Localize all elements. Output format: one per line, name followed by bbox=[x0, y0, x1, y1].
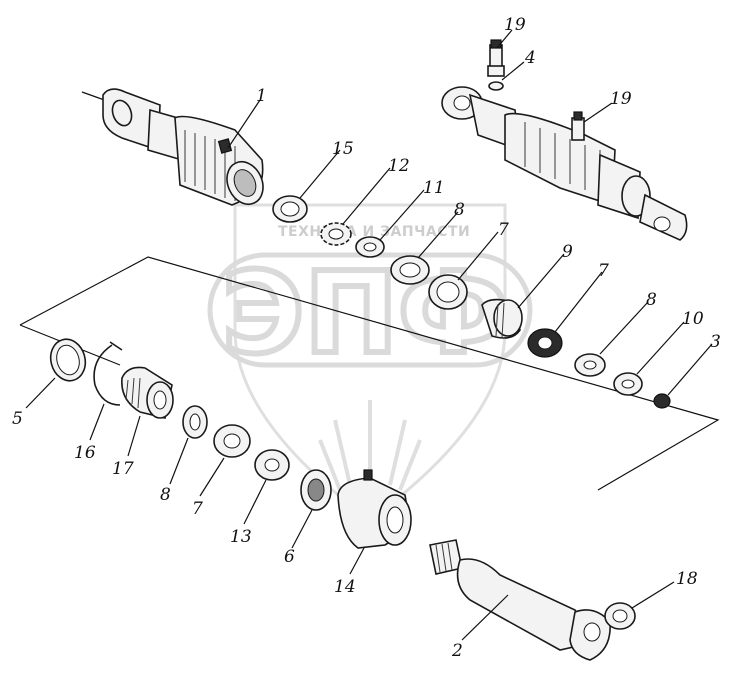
seal-part-6 bbox=[300, 469, 332, 511]
retaining-ring-part-16 bbox=[93, 341, 123, 406]
callout-2: 2 bbox=[451, 641, 463, 661]
callout-13: 13 bbox=[230, 527, 252, 547]
callout-14: 14 bbox=[334, 577, 356, 597]
callout-18: 18 bbox=[676, 569, 698, 589]
callout-12: 12 bbox=[388, 156, 410, 176]
callout-5: 5 bbox=[12, 409, 23, 429]
callout-6: 6 bbox=[284, 547, 295, 567]
ring-part-7-upper bbox=[428, 274, 468, 310]
gland-part-17 bbox=[121, 366, 174, 419]
callout-1: 1 bbox=[256, 86, 267, 106]
ring-part-18 bbox=[604, 602, 636, 630]
callout-8-right: 8 bbox=[646, 290, 657, 310]
washer-part-11 bbox=[355, 236, 385, 258]
assembled-cylinder-view bbox=[441, 39, 688, 241]
clamp-part-14 bbox=[337, 469, 412, 549]
watermark-logo: ЭПФ ТЕХНИКА И ЗАПЧАСТИ bbox=[207, 203, 533, 522]
seal-part-8-lower bbox=[182, 405, 208, 439]
callout-7-upper: 7 bbox=[498, 220, 509, 240]
ring-part-5 bbox=[49, 338, 87, 382]
callout-11: 11 bbox=[423, 178, 445, 198]
callout-19-side: 19 bbox=[610, 89, 632, 109]
callout-9: 9 bbox=[562, 242, 573, 262]
washer-part-8-right bbox=[574, 353, 606, 377]
callout-15: 15 bbox=[332, 139, 354, 159]
callout-4: 4 bbox=[524, 48, 536, 68]
callout-3: 3 bbox=[710, 332, 721, 352]
callout-19-top: 19 bbox=[504, 15, 526, 35]
watermark-letters: ЭПФ bbox=[222, 249, 509, 379]
callout-17: 17 bbox=[112, 459, 134, 479]
piston-part-9 bbox=[481, 298, 523, 339]
cylinder-body-part-1 bbox=[81, 88, 264, 206]
callout-10: 10 bbox=[682, 309, 704, 329]
callout-leaders bbox=[25, 29, 713, 641]
callout-7-right: 7 bbox=[598, 261, 609, 281]
assembly-plane-outline bbox=[19, 256, 720, 491]
callout-16: 16 bbox=[74, 443, 96, 463]
nut-part-10 bbox=[613, 372, 643, 396]
seal-part-7-right bbox=[527, 328, 563, 358]
callout-labels: 1 19 4 19 15 12 11 8 7 9 7 8 10 3 5 16 1… bbox=[12, 15, 721, 661]
lock-washer-part-12 bbox=[320, 222, 352, 246]
plug-part-3 bbox=[653, 393, 671, 409]
callout-8-lower: 8 bbox=[160, 485, 171, 505]
nut-part-15 bbox=[272, 195, 308, 223]
callout-7-lower: 7 bbox=[192, 499, 203, 519]
callout-8-upper: 8 bbox=[454, 200, 465, 220]
seal-part-8-upper bbox=[390, 255, 430, 285]
piston-rod-part-2 bbox=[429, 539, 611, 661]
washer-part-13 bbox=[254, 449, 290, 481]
ring-part-7-lower bbox=[213, 424, 251, 458]
